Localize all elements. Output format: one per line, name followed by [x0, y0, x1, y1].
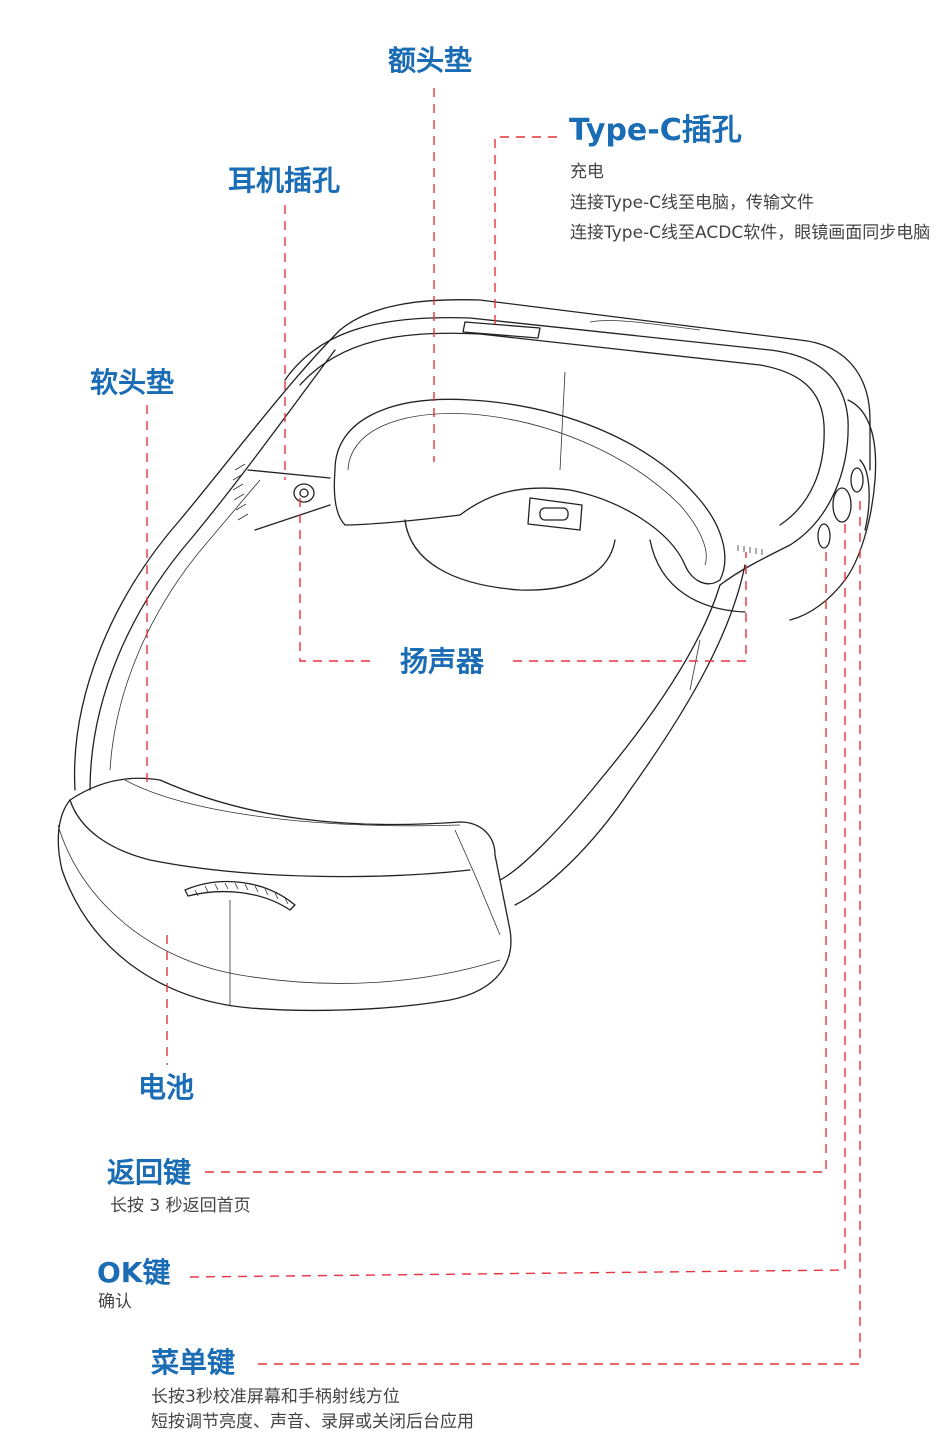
soft-head-pad-label: 软头垫 [90, 366, 175, 399]
leader-speaker-right [513, 552, 747, 662]
leader-menu-key [258, 495, 861, 1365]
menu-key-description: 长按3秒校准屏幕和手柄射线方位 短按调节亮度、声音、录屏或关闭后台应用 [151, 1385, 474, 1434]
typec-line-2: 连接Type-C线至电脑，传输文件 [570, 192, 815, 213]
typec-line-1: 充电 [570, 162, 604, 182]
back-key-description: 长按 3 秒返回首页 [110, 1196, 251, 1216]
leader-typec [494, 136, 557, 328]
back-key-label: 返回键 [107, 1156, 192, 1189]
typec-port-label: Type-C插孔 [569, 113, 742, 148]
battery-label: 电池 [138, 1071, 195, 1104]
ok-key-label: OK键 [97, 1256, 171, 1289]
menu-key-line-2: 短按调节亮度、声音、录屏或关闭后台应用 [151, 1411, 474, 1432]
headphone-jack-label: 耳机插孔 [228, 164, 341, 197]
leader-ok-key [189, 520, 846, 1278]
speaker-label: 扬声器 [400, 645, 485, 678]
forehead-pad-label: 额头垫 [388, 44, 473, 77]
ok-key-description: 确认 [98, 1292, 132, 1312]
menu-key-line-1: 长按3秒校准屏幕和手柄射线方位 [151, 1387, 400, 1407]
typec-port-description: 充电 连接Type-C线至电脑，传输文件 连接Type-C线至ACDC软件，眼镜… [570, 160, 930, 246]
menu-key-label: 菜单键 [151, 1346, 236, 1379]
leader-speaker-left [299, 498, 375, 662]
typec-line-3: 连接Type-C线至ACDC软件，眼镜画面同步电脑 [570, 223, 931, 244]
leader-lines [146, 88, 861, 1365]
headset-illustration [57, 299, 877, 1012]
leader-back-key [205, 545, 827, 1173]
